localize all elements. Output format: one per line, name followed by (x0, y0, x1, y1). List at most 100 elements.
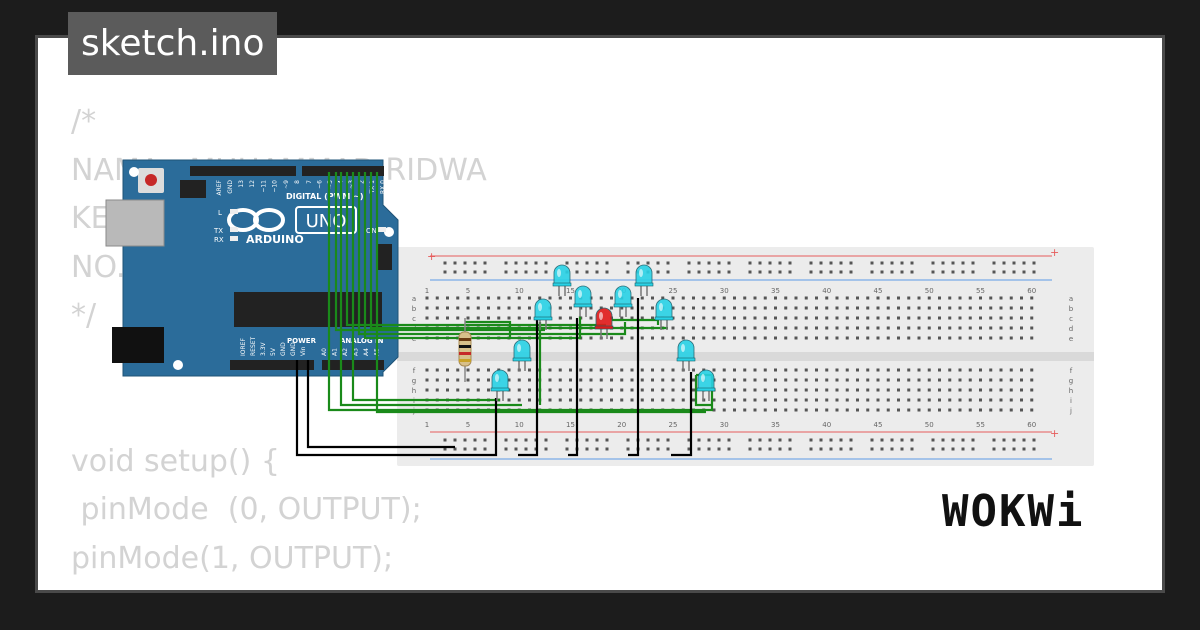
led[interactable] (552, 264, 572, 296)
bb-rail-hole (453, 270, 457, 274)
bb-hole (671, 378, 675, 382)
bb-hole (456, 368, 460, 372)
bb-hole (907, 306, 911, 310)
bb-rail-hole (605, 438, 609, 442)
bb-hole (1009, 306, 1013, 310)
led[interactable] (512, 339, 532, 371)
bb-rail-hole (585, 270, 589, 274)
bb-rail-hole (595, 447, 599, 451)
bb-rail-hole (758, 270, 762, 274)
bb-hole (835, 306, 839, 310)
bb-hole (774, 326, 777, 330)
bb-hole (733, 296, 736, 300)
bb-rail-hole (758, 447, 762, 451)
bb-column-number: 60 (1027, 287, 1036, 295)
bb-rail-hole (605, 261, 609, 265)
bb-hole (804, 326, 808, 330)
bb-hole (938, 378, 941, 382)
bb-hole (1020, 336, 1023, 340)
bb-hole (722, 388, 726, 392)
pin-label: ~5 (327, 180, 334, 189)
bb-column-number: 15 (566, 287, 575, 295)
led[interactable] (634, 264, 654, 296)
bb-hole (989, 316, 993, 320)
bb-hole (722, 378, 726, 382)
bb-hole (763, 408, 767, 412)
bb-column-number: 30 (720, 421, 729, 429)
bb-hole (876, 398, 880, 402)
bb-hole (948, 326, 952, 330)
bb-rail-hole (788, 270, 792, 274)
bb-hole (548, 296, 552, 300)
reset-button-cap[interactable] (145, 174, 157, 186)
bb-hole (722, 296, 726, 300)
bb-hole (866, 326, 870, 330)
bb-hole (866, 388, 870, 392)
bb-hole (456, 388, 460, 392)
bb-hole (681, 316, 685, 320)
bb-hole (784, 398, 788, 402)
code-line: pinMode(2, OUTPUT); (71, 583, 487, 590)
led[interactable] (613, 285, 633, 317)
bb-hole (620, 336, 624, 340)
bb-rail-hole (819, 438, 823, 442)
bb-rail-hole (656, 438, 660, 442)
bb-rail-hole (839, 438, 843, 442)
bb-hole (671, 296, 675, 300)
led[interactable] (490, 369, 510, 401)
pin-label: RESET (250, 336, 257, 356)
bb-hole (722, 408, 726, 412)
bb-hole (804, 336, 808, 340)
bb-rail-hole (595, 261, 599, 265)
bb-hole (456, 316, 460, 320)
led[interactable] (696, 369, 716, 401)
bb-rail-hole (961, 261, 965, 265)
bb-row-letter: h (412, 387, 416, 395)
bb-rail-hole (514, 261, 518, 265)
bb-hole (579, 368, 583, 372)
bb-rail-hole (961, 447, 965, 451)
bb-hole (845, 326, 849, 330)
bb-hole (804, 368, 808, 372)
bb-rail-hole (565, 261, 569, 265)
led[interactable] (573, 285, 593, 317)
bb-hole (938, 326, 941, 330)
bb-hole (917, 326, 921, 330)
bb-rail-hole (748, 447, 752, 451)
bb-hole (794, 306, 798, 310)
led[interactable] (533, 298, 553, 330)
bb-rail-hole (463, 270, 467, 274)
pin-label: A0 (321, 348, 328, 356)
bb-hole (620, 398, 624, 402)
bb-hole (548, 378, 552, 382)
bb-hole (446, 378, 449, 382)
bb-hole (897, 388, 900, 392)
bb-hole (743, 378, 747, 382)
bb-hole (907, 378, 911, 382)
bb-hole (866, 296, 870, 300)
bb-column-number: 45 (874, 287, 883, 295)
bb-rail-hole (951, 447, 955, 451)
bb-hole (948, 398, 952, 402)
sketch-title[interactable]: sketch.ino (68, 12, 278, 75)
bb-hole (784, 388, 788, 392)
bb-rail-hole (951, 270, 955, 274)
bb-rail-hole (809, 261, 813, 265)
bb-hole (999, 368, 1003, 372)
bb-hole (927, 388, 931, 392)
bb-hole (630, 388, 634, 392)
bb-hole (610, 306, 613, 310)
led[interactable] (594, 307, 614, 339)
bb-rail-hole (1002, 447, 1006, 451)
led[interactable] (676, 339, 696, 371)
code-line: /* (71, 104, 97, 139)
pin-label: 5V (270, 347, 277, 356)
bb-hole (517, 306, 521, 310)
bb-hole (835, 326, 839, 330)
bb-hole (558, 316, 562, 320)
bb-hole (876, 368, 880, 372)
bb-hole (938, 408, 941, 412)
bb-hole (712, 336, 716, 340)
bb-hole (958, 408, 962, 412)
led[interactable] (654, 298, 674, 330)
